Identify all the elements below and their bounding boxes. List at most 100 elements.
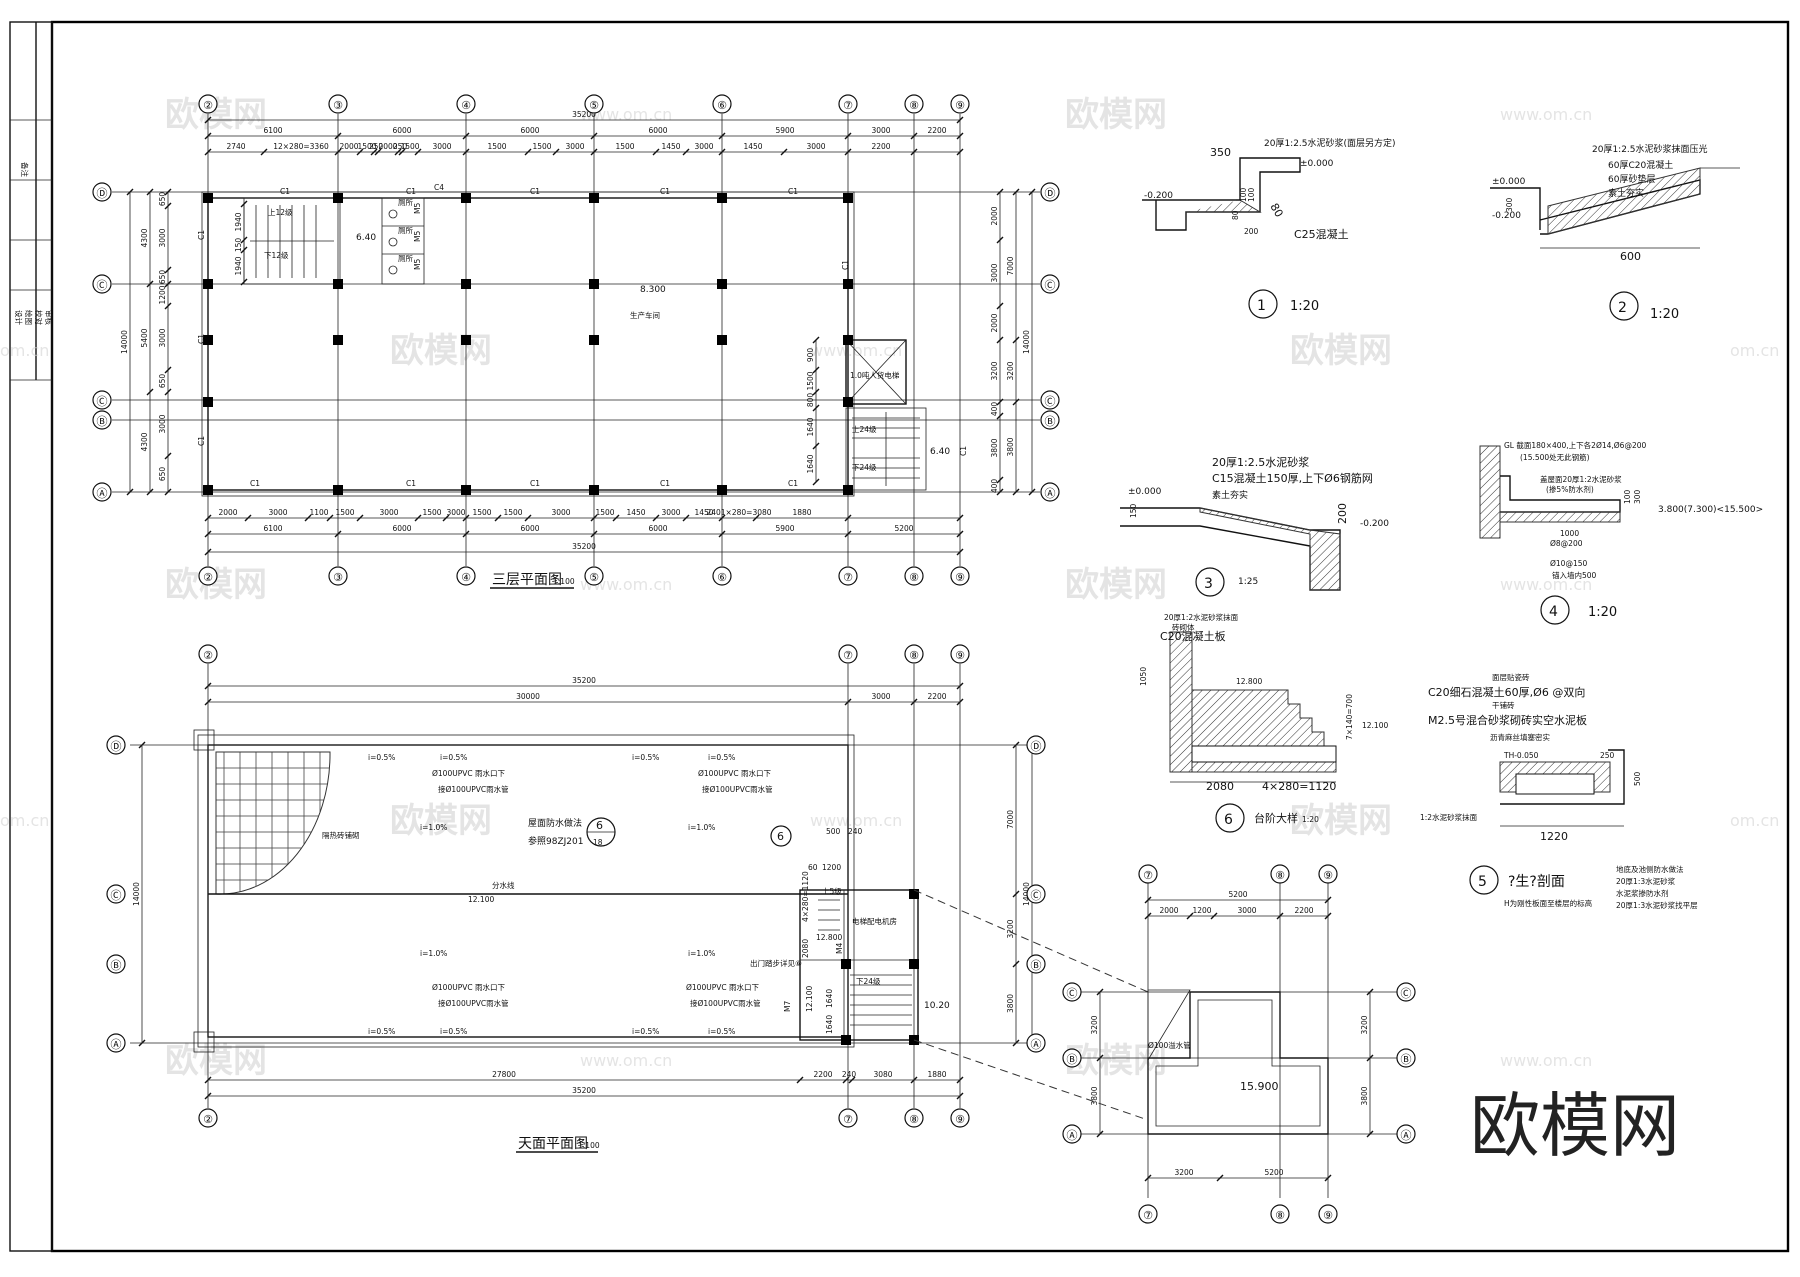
rdet-axis-left-2: Ⓐ	[1067, 1129, 1078, 1142]
roof-right-dims-0: 7000	[1006, 810, 1015, 829]
rdet-axis-top-1: ⑧	[1275, 869, 1285, 882]
roof-door-m4: M4	[835, 943, 844, 954]
plan3-bays-bottom-tick-3	[590, 530, 598, 538]
plan3-stair-up: 上12级	[268, 207, 293, 217]
rdet-right-0: 3200	[1360, 1015, 1369, 1034]
plan3-stair-dims2-3: 1640	[806, 417, 815, 436]
d3-elev-1: -0.200	[1360, 519, 1389, 529]
roof-note: 出门踏步详见⑥	[750, 958, 802, 968]
plan3-axis-top-0: ②	[203, 99, 213, 112]
plan3-details-bottom-tick-9	[524, 514, 532, 522]
plan3-axis-left-4-circle	[92, 482, 112, 502]
d6-note-0: 20厚1:2水泥砂浆抹面	[1164, 612, 1239, 622]
rdet-axis-right-0-circle	[1396, 982, 1416, 1002]
d1-elev-1: -0.200	[1144, 191, 1173, 201]
roof-axis-right-2-circle	[1026, 954, 1046, 974]
d6-elev-1: 12.100	[1362, 721, 1388, 730]
plan3-axis-right-2: Ⓒ	[1045, 395, 1056, 408]
plan3-axis-top-5: ⑦	[843, 99, 853, 112]
plan3-details-bottom-tick-2	[304, 514, 312, 522]
brand-logo: 欧模网	[1470, 1085, 1680, 1167]
rdet-bottom-tick-1	[1216, 1174, 1224, 1182]
plan3-left-groups-0: 4300	[140, 228, 149, 247]
plan3-elev-label: 6.40	[356, 233, 376, 243]
roof-axis-left-1: Ⓒ	[111, 889, 122, 902]
plan3-bays-top-tick-4	[718, 132, 726, 140]
plan3-window-8: C1	[660, 479, 670, 488]
plan3-window-3: C1	[660, 187, 670, 196]
plan3-details-top-tick-11	[552, 148, 560, 156]
plan3-door-m5-3: M5	[413, 259, 422, 270]
roof-bottom-tick-3	[848, 1076, 856, 1084]
plan3-left-dims-tick-2	[164, 266, 172, 274]
roof-tile-label: 隔热砖铺砌	[322, 830, 360, 840]
slope-4: i=0.5%	[708, 753, 735, 762]
plan3-axis-left-1-circle	[92, 274, 112, 294]
roof-level: 12.100	[468, 895, 494, 904]
plan3-details-top-tick-12	[590, 148, 598, 156]
plan3-bays-top-tick-1	[334, 132, 342, 140]
detail-6: 20厚1:2水泥砂浆抹面 砖砌体 C20混凝土板 12.800 12.100 1…	[1139, 612, 1388, 833]
plan3-details-top-tick-8	[414, 148, 422, 156]
plan3-window-v-0: C1	[197, 230, 206, 240]
plan3-bays-top-tick-7	[956, 132, 964, 140]
rdet-top-tick-1	[1186, 912, 1194, 920]
d1-scale: 1:20	[1290, 299, 1319, 314]
d4-elev: 3.800(7.300)<15.500>	[1658, 505, 1763, 515]
roof-axis-top-2: ⑧	[909, 649, 919, 662]
plan3-stair-dims-tick-0	[240, 200, 248, 208]
roof-level-b: 12.100	[805, 986, 814, 1012]
roof-sd-0: 500	[826, 827, 841, 836]
plan3-column-0-0	[203, 193, 213, 203]
plan3-details-bottom-12: 3000	[661, 508, 680, 517]
plan3-left-dims-6: 3000	[158, 414, 167, 433]
rdet-axis-bottom-0-circle	[1138, 1204, 1158, 1224]
plan3-right-dims-0: 2000	[990, 206, 999, 225]
d5-note-5: 1:2水泥砂浆抹面	[1420, 812, 1478, 822]
plan3-details-bottom-tick-0	[204, 514, 212, 522]
rdet-axis-bottom-0: ⑦	[1143, 1209, 1153, 1222]
plan3-right-groups-tick-1	[1012, 336, 1020, 344]
d4-note-0: GL 截面180×400,上下各2Ø14,Ø6@200	[1504, 440, 1646, 450]
plan3-details-bottom-tick-10	[590, 514, 598, 522]
third-floor-plan: 上12级 下12级 6.40 厕所 厕所 厕所 M5 M5 M5 C4 8.30…	[92, 94, 1060, 589]
plan3-right-dims-tick-3	[996, 336, 1004, 344]
plan3-column-1-4	[333, 485, 343, 495]
plan3-details-bottom-11: 1450	[626, 508, 645, 517]
plan3-right-dims-tick-4	[996, 398, 1004, 406]
watermark-url-11: om.cn	[0, 341, 49, 360]
plan3-details-top-17: 2200	[871, 142, 890, 151]
d5-note-4: 沥青麻丝填塞密实	[1490, 732, 1550, 742]
rdet-axis-bottom-1-circle	[1270, 1204, 1290, 1224]
rdet-top-1: 1200	[1192, 906, 1211, 915]
plan3-axis-right-3-circle	[1040, 410, 1060, 430]
roof-detail-outline	[1147, 991, 1329, 1135]
slope-12: i=0.5%	[708, 1027, 735, 1036]
plan3-axis-top-4-circle	[712, 94, 732, 114]
d5-note-1: C20细石混凝土60厚,Ø6 @双向	[1428, 685, 1585, 699]
roof-axis-bottom-3-circle	[950, 1108, 970, 1128]
roof-bottom-2: 240	[842, 1070, 857, 1079]
plan3-right-total-tick-1	[1028, 488, 1036, 496]
rdet-axis-right-2-circle	[1396, 1124, 1416, 1144]
plan3-details-top-10: 1500	[532, 142, 551, 151]
slope-1: i=0.5%	[368, 753, 395, 762]
plan3-right-groups-tick-0	[1012, 188, 1020, 196]
rdet-left-0: 3200	[1090, 1015, 1099, 1034]
plan3-column-2-0	[461, 193, 471, 203]
rdet-axis-left-1: Ⓑ	[1067, 1053, 1078, 1066]
plan3-stair2-up: 上24级	[852, 424, 877, 434]
plan3-right-dims-5: 3800	[990, 438, 999, 457]
roof-right-dims-tick-2	[1012, 960, 1020, 968]
watermark-url-8: om.cn	[1730, 811, 1779, 830]
plan3-right-dims-tick-7	[996, 488, 1004, 496]
roof-overall-top-0: 35200	[572, 676, 596, 685]
slope-10: i=0.5%	[440, 1027, 467, 1036]
d1-dim-5: 200	[1244, 227, 1259, 236]
slope-8: i=1.0%	[688, 949, 715, 958]
plan3-left-dims-tick-6	[164, 388, 172, 396]
d6-dim-0: 1050	[1139, 667, 1148, 686]
roof-axis-right-3: Ⓐ	[1031, 1038, 1042, 1051]
plan3-right-dims-tick-6	[996, 476, 1004, 484]
plan3-toilets	[381, 197, 425, 285]
